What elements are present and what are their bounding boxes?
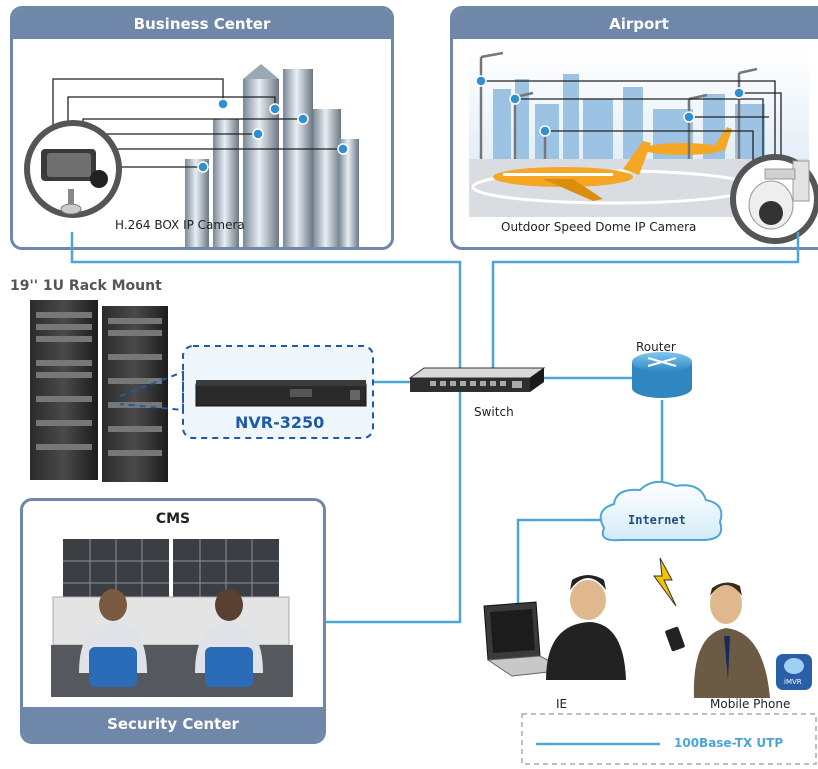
security-center-panel: CMS Security Center [20, 498, 326, 744]
security-center-title: Security Center [23, 707, 323, 741]
laptop-user-illustration [483, 575, 626, 680]
operators-illustration [79, 589, 263, 687]
nvr-model-label: NVR-3250 [235, 413, 325, 432]
airport-scene [469, 49, 818, 244]
link-cms [326, 392, 462, 624]
switch-label: Switch [474, 405, 514, 419]
server-rack-illustration [30, 300, 168, 482]
imvr-app-icon [776, 654, 812, 690]
ie-label: IE [556, 697, 568, 711]
nvr-device-icon [195, 380, 367, 407]
link-box-camera [70, 232, 462, 373]
legend-box [521, 713, 817, 765]
router-icon [632, 352, 692, 398]
internet-cloud-icon [599, 480, 723, 542]
security-scene [51, 539, 293, 697]
app-badge-label: iMVR [784, 678, 802, 686]
airplane-2-illustration [643, 127, 732, 155]
wireless-bolt-icon [653, 557, 677, 607]
airport-panel: Airport [450, 6, 818, 250]
rack-mount-title: 19'' 1U Rack Mount [10, 278, 162, 294]
utp-links [70, 232, 800, 624]
airport-title: Airport [453, 9, 818, 39]
business-center-title: Business Center [13, 9, 391, 39]
link-dome-camera [491, 232, 800, 373]
dome-camera-label: Outdoor Speed Dome IP Camera [501, 220, 697, 234]
cms-label: CMS [155, 511, 191, 527]
box-camera-label: H.264 BOX IP Camera [115, 218, 245, 232]
box-camera-icon [24, 120, 122, 218]
camera-nodes [475, 75, 745, 137]
link-ie [516, 518, 612, 605]
mobile-user-illustration [665, 582, 770, 698]
business-center-panel: Business Center [10, 6, 394, 250]
switch-icon [408, 367, 546, 392]
internet-label: Internet [628, 513, 686, 527]
mobile-phone-label: Mobile Phone [710, 697, 791, 711]
camera-nodes [197, 98, 349, 173]
router-label: Router [636, 340, 676, 354]
business-scene [24, 64, 359, 247]
legend-label: 100Base-TX UTP [674, 736, 784, 750]
speed-dome-camera-icon [730, 154, 818, 244]
